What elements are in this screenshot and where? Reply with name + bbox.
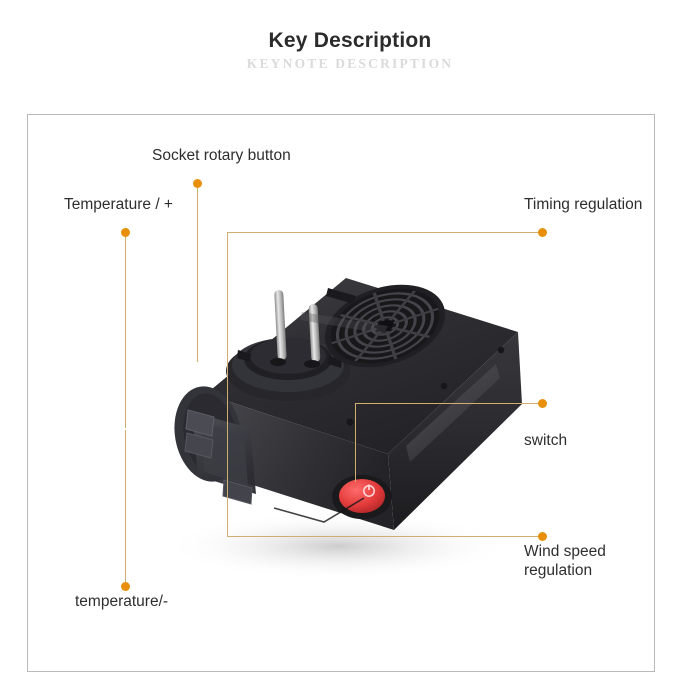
red-rocker-power-switch [339, 479, 385, 513]
callout-dot-timing-regulation[interactable] [538, 228, 547, 237]
callout-label-temperature-plus: Temperature / + [64, 196, 173, 213]
page-title: Key Description [268, 29, 432, 52]
callout-dot-wind-speed-regulation[interactable] [538, 532, 547, 541]
callout-label-timing-regulation: Timing regulation [524, 196, 643, 213]
top-highlight [300, 312, 388, 334]
pin-base-right [304, 360, 320, 368]
grille-spokes [331, 290, 439, 362]
page-header: Key Description KEYNOTE DESCRIPTION [0, 0, 700, 110]
leader-line-temperature-plus [125, 236, 127, 428]
front-shine [406, 364, 500, 462]
screw-hole-front [346, 418, 354, 426]
leader-line-temperature-minus [125, 430, 127, 586]
screw-hole-rear [440, 382, 448, 390]
callout-dot-socket-rotary-button[interactable] [193, 179, 202, 188]
callout-label-temperature-minus: temperature/- [75, 593, 169, 610]
callout-dot-temperature-minus[interactable] [121, 582, 130, 591]
fan-grille [324, 284, 446, 368]
callout-dot-switch[interactable] [538, 399, 547, 408]
leader-line-switch-horizontal [355, 403, 542, 405]
grille-hub [376, 320, 394, 332]
callout-dot-temperature-plus[interactable] [121, 228, 130, 237]
temperature-plus-button [185, 409, 215, 437]
diagram-frame [27, 114, 655, 672]
callout-label-socket-rotary-button: Socket rotary button [152, 147, 291, 164]
wind-speed-button [222, 479, 253, 505]
front-seam [273, 497, 365, 523]
pin-base-left [270, 358, 286, 366]
earth-clip-left [237, 350, 251, 362]
power-icon [363, 484, 375, 497]
product-image [88, 246, 538, 586]
top-rear-vent [326, 288, 356, 304]
leader-line-timing-regulation-horizontal [227, 232, 542, 234]
euro-plug-pins [274, 290, 321, 362]
page-subtitle: KEYNOTE DESCRIPTION [246, 56, 454, 71]
leader-line-wind-speed-regulation [227, 536, 542, 538]
temperature-minus-button [184, 432, 214, 459]
leader-line-timing-regulation-vertical [227, 232, 229, 536]
leader-line-switch-vertical [355, 403, 357, 482]
callout-label-switch: switch [524, 432, 568, 449]
callout-label-wind-speed-regulation: Wind speed regulation [524, 543, 606, 579]
product-shadow [163, 512, 513, 580]
control-panel-inner [200, 422, 248, 486]
screw-hole-top [497, 346, 505, 354]
leader-line-socket-rotary-button [197, 187, 199, 362]
